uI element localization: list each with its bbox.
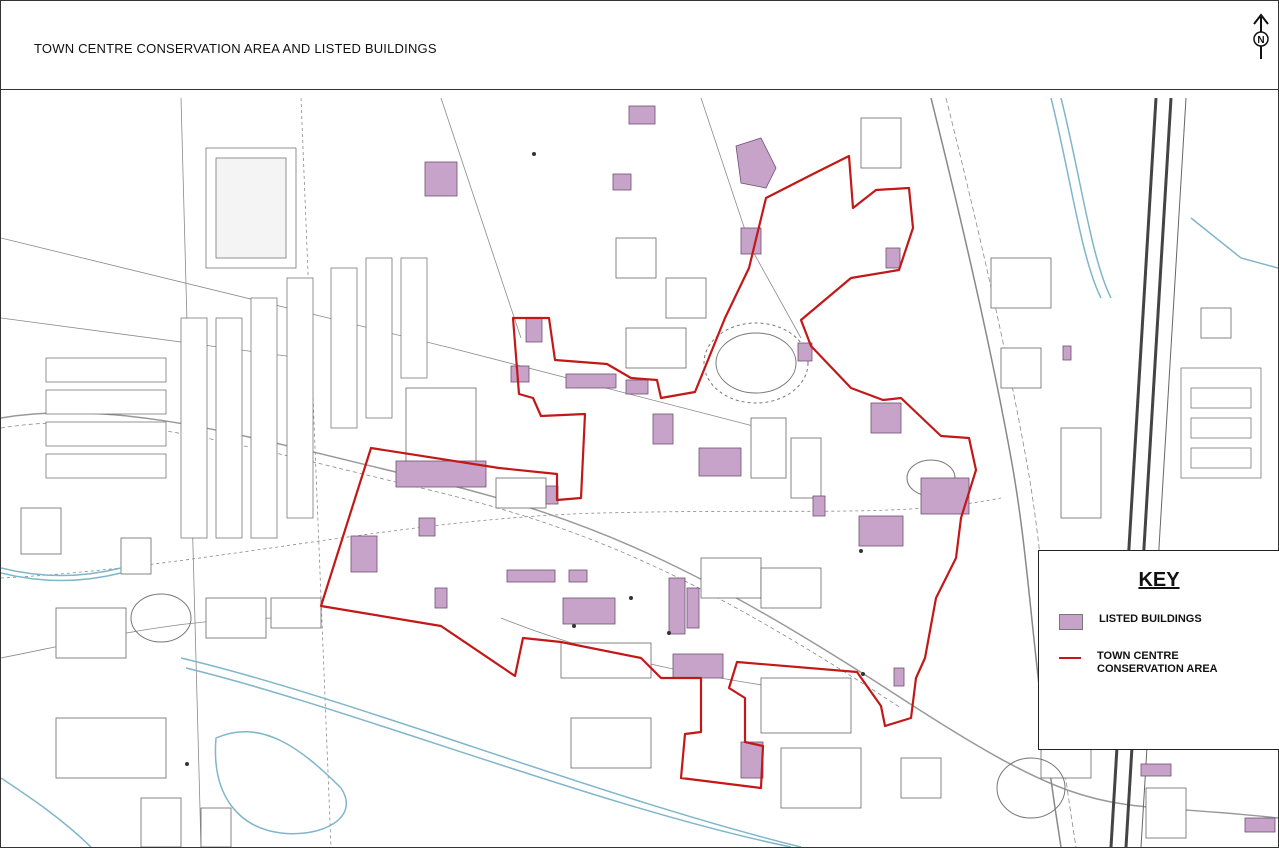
map-header: TOWN CENTRE CONSERVATION AREA AND LISTED… (1, 1, 1278, 90)
map-markers (185, 152, 865, 766)
key-label-conservation-line1: TOWN CENTRE (1097, 650, 1179, 662)
map-svg (1, 98, 1278, 847)
key-label-conservation-line2: CONSERVATION AREA (1097, 663, 1218, 675)
map-title: TOWN CENTRE CONSERVATION AREA AND LISTED… (34, 41, 437, 56)
map-canvas[interactable] (1, 98, 1278, 847)
conservation-area-line-symbol (1059, 657, 1081, 659)
listed-buildings (350, 105, 1276, 833)
key-item-conservation-area: TOWN CENTRE CONSERVATION AREA (1059, 650, 1247, 676)
conservation-boundary (319, 154, 978, 790)
map-key: KEY LISTED BUILDINGS TOWN CENTRE CONSERV… (1038, 550, 1279, 750)
key-item-listed-buildings: LISTED BUILDINGS (1059, 613, 1202, 630)
north-letter: N (1257, 35, 1264, 46)
listed-buildings-swatch (1059, 614, 1083, 630)
key-heading: KEY (1138, 569, 1180, 591)
terraced-blocks (45, 147, 1262, 539)
north-arrow-icon: N (1253, 13, 1269, 59)
water-features (1, 98, 1278, 847)
key-label-conservation-area: TOWN CENTRE CONSERVATION AREA (1097, 650, 1247, 676)
key-label-listed-buildings: LISTED BUILDINGS (1099, 613, 1202, 625)
building-footprints (20, 117, 1232, 847)
